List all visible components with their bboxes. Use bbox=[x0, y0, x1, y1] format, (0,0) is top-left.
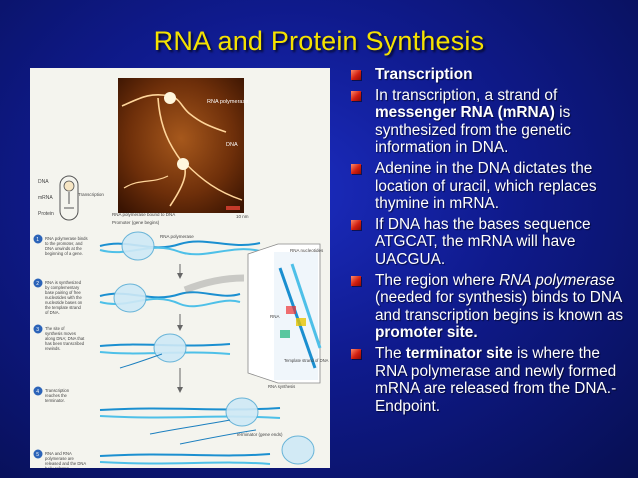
tag-template: Template strand of DNA bbox=[284, 358, 329, 363]
bullet-text: terminator site bbox=[405, 344, 513, 362]
slide-title: RNA and Protein Synthesis bbox=[153, 26, 485, 56]
bullet-square-icon bbox=[351, 163, 361, 174]
bullet-text: promoter site. bbox=[375, 324, 478, 342]
bullet-item: In transcription, a strand of messenger … bbox=[348, 87, 630, 157]
bullet-text: is synthesized from the genetic informat… bbox=[375, 104, 571, 157]
legend-transcription: Transcription bbox=[78, 192, 104, 197]
bullet-text: Transcription bbox=[375, 66, 473, 83]
tag-rna-nucleotides: RNA nucleotides bbox=[290, 248, 324, 253]
step-number: 1 bbox=[36, 237, 39, 243]
polymerase-dot bbox=[164, 92, 176, 104]
bullet-item: If DNA has the bases sequence ATGCAT, th… bbox=[348, 216, 630, 269]
bullet-text: The bbox=[375, 344, 406, 362]
tag-terminator: Terminator (gene ends) bbox=[236, 432, 283, 437]
polymerase-dot bbox=[177, 158, 189, 170]
bullet-text: messenger RNA (mRNA) bbox=[375, 104, 555, 122]
bullet-square-icon bbox=[351, 219, 361, 230]
bullet-square-icon bbox=[351, 90, 361, 101]
bullet-item: Adenine in the DNA dictates the location… bbox=[348, 160, 630, 213]
legend-mrna: mRNA bbox=[38, 195, 53, 201]
bullet-text: is where the RNA polymerase and newly fo… bbox=[375, 344, 617, 415]
bullet-text: RNA polymerase bbox=[499, 271, 615, 289]
tag-synthesis: RNA synthesis bbox=[268, 384, 295, 389]
bullet-square-icon bbox=[351, 348, 361, 359]
bullet-square-icon bbox=[351, 70, 361, 80]
bullet-item: The region where RNA polymerase (needed … bbox=[348, 272, 630, 342]
bullet-text: Adenine in the DNA dictates the location… bbox=[375, 159, 597, 213]
micro-label-polymerase: RNA polymerase bbox=[207, 99, 248, 105]
transcription-diagram: RNA polymerase DNA 10 nm DNA Transcripti… bbox=[33, 78, 329, 468]
bullet-text: (needed for synthesis) binds to DNA and … bbox=[375, 289, 624, 324]
micro-label-dna: DNA bbox=[226, 142, 238, 148]
tag-rna: RNA bbox=[270, 314, 280, 319]
step-number: 2 bbox=[36, 281, 39, 287]
step-number: 4 bbox=[36, 389, 39, 395]
bullet-text: If DNA has the bases sequence ATGCAT, th… bbox=[375, 215, 591, 268]
legend-dna: DNA bbox=[38, 179, 49, 185]
bullet-text: The region where bbox=[375, 271, 500, 289]
bullet-text: In transcription, a strand of bbox=[375, 86, 558, 104]
bullet-square-icon bbox=[351, 275, 361, 286]
legend-protein: Protein bbox=[38, 211, 54, 217]
bullet-item: Transcription bbox=[348, 66, 630, 84]
micrograph-image bbox=[118, 78, 244, 213]
tag-bound: RNA polymerase bound to DNA bbox=[112, 212, 175, 217]
bullet-item: The terminator site is where the RNA pol… bbox=[348, 345, 630, 415]
step-number: 3 bbox=[36, 327, 39, 333]
step-number: 5 bbox=[36, 452, 39, 458]
tag-promoter: Promoter (gene begins) bbox=[112, 220, 160, 225]
bullet-list: Transcription In transcription, a strand … bbox=[348, 66, 630, 418]
tag-polymerase: RNA polymerase bbox=[160, 234, 194, 239]
transcription-figure: RNA polymerase DNA 10 nm DNA Transcripti… bbox=[30, 68, 330, 468]
scale-bar-label: 10 nm bbox=[236, 214, 249, 219]
